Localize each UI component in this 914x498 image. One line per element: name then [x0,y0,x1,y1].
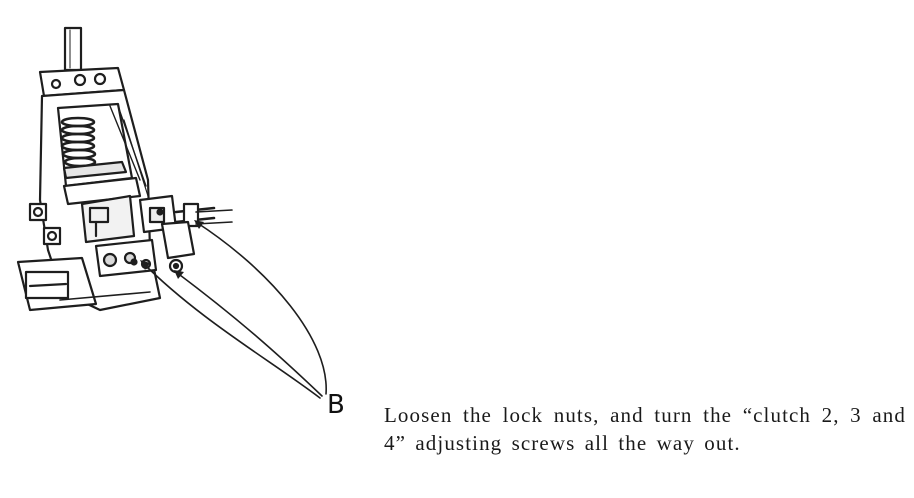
callout-label-b: B [327,390,345,420]
instruction-text: Loosen the lock nuts, and turn the “clut… [384,403,906,455]
